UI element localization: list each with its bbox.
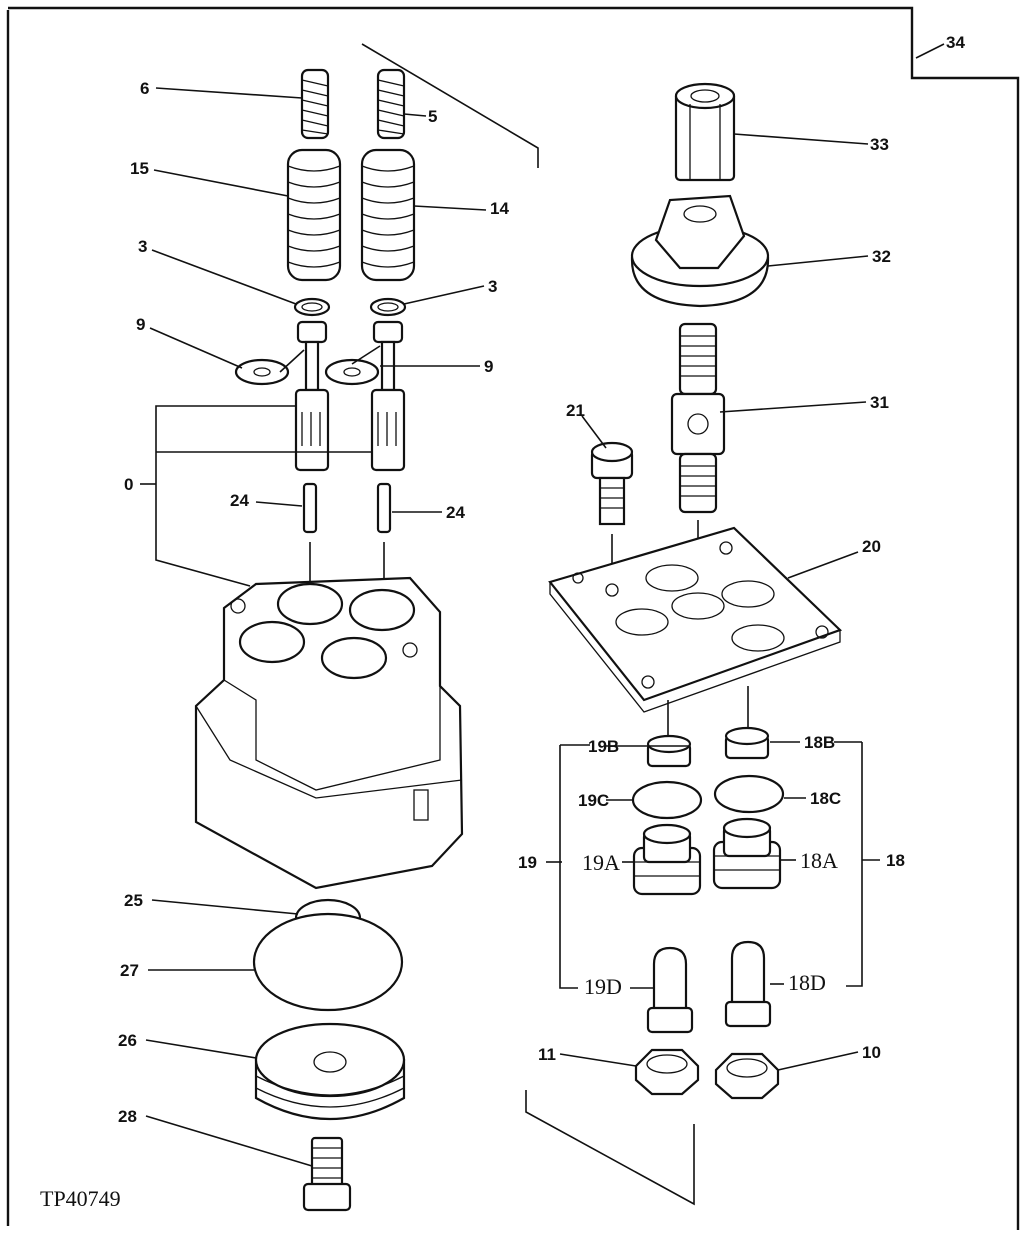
callout-26: 26 [118, 1031, 137, 1050]
callout-19: 19 [518, 853, 537, 872]
callout-18D: 18D [788, 970, 826, 995]
callout-24-left: 24 [230, 491, 249, 510]
leader-lines [140, 43, 945, 1167]
callout-18C: 18C [810, 789, 841, 808]
page-border [6, 6, 1020, 1230]
seal-27 [252, 912, 404, 1012]
callout-6: 6 [140, 79, 149, 98]
spring-14 [360, 148, 416, 282]
clip-9-left [234, 358, 290, 386]
callout-19B: 19B [588, 737, 619, 756]
callout-14: 14 [490, 199, 509, 218]
coupling-nut-33 [674, 82, 736, 182]
pin-24-left [302, 482, 318, 534]
callout-31: 31 [870, 393, 889, 412]
callout-27: 27 [120, 961, 139, 980]
callout-19A: 19A [582, 850, 620, 875]
oring-19C [631, 780, 703, 820]
nut-11 [634, 1048, 700, 1096]
guide-18A [712, 817, 782, 890]
spring-15 [286, 148, 342, 282]
universal-joint-31 [670, 322, 726, 514]
bracket-19 [559, 745, 578, 989]
callout-18A: 18A [800, 848, 838, 873]
spring-5 [376, 68, 406, 140]
plunger-18D [724, 940, 772, 1028]
oring-18C [713, 774, 785, 814]
group-bracket-bottom [525, 1090, 695, 1206]
ring-3-left [293, 297, 331, 317]
callout-3-left: 3 [138, 237, 147, 256]
bracket-18 [846, 742, 863, 987]
piston-right [370, 320, 406, 472]
callout-3-right: 3 [488, 277, 497, 296]
callout-10: 10 [862, 1043, 881, 1062]
clip-9-right [324, 358, 380, 386]
spring-6 [300, 68, 330, 140]
callout-0: 0 [124, 475, 133, 494]
figure-code: TP40749 [40, 1186, 121, 1211]
bolt-28 [302, 1136, 352, 1212]
callout-15: 15 [130, 159, 149, 178]
ring-3-right [369, 297, 407, 317]
callout-5: 5 [428, 107, 437, 126]
callout-24-right: 24 [446, 503, 465, 522]
callout-25: 25 [124, 891, 143, 910]
callout-9-left: 9 [136, 315, 145, 334]
plate-20 [548, 526, 843, 713]
group-bracket-top [361, 43, 539, 168]
callout-33: 33 [870, 135, 889, 154]
bushing-18B [724, 726, 770, 760]
cam-plate-32 [630, 194, 770, 308]
callout-9-right: 9 [484, 357, 493, 376]
pin-24-right [376, 482, 392, 534]
callout-28: 28 [118, 1107, 137, 1126]
callout-34: 34 [946, 33, 965, 52]
callout-19D: 19D [584, 974, 622, 999]
callout-21: 21 [566, 401, 585, 420]
screw-21 [590, 441, 634, 526]
callout-19C: 19C [578, 791, 609, 810]
plug-26 [254, 1022, 406, 1120]
nut-10 [714, 1052, 780, 1100]
callout-18B: 18B [804, 733, 835, 752]
callout-32: 32 [872, 247, 891, 266]
piston-left [294, 320, 330, 472]
guide-19A [632, 823, 702, 896]
callout-20: 20 [862, 537, 881, 556]
callout-18: 18 [886, 851, 905, 870]
callout-labels: 34 33 32 31 21 20 6 5 15 14 3 3 9 9 0 24… [40, 33, 965, 1211]
bushing-19B [646, 734, 692, 768]
callout-11: 11 [538, 1045, 556, 1064]
bracket-0 [155, 405, 296, 587]
valve-body [194, 576, 464, 890]
plunger-19D [646, 946, 694, 1034]
